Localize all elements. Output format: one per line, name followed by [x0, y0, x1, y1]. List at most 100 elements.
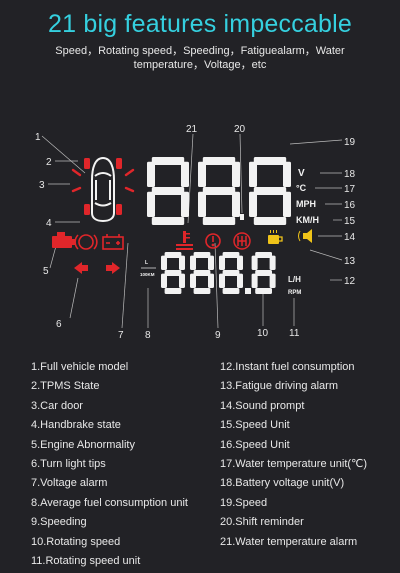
- legend-item: 6.Turn light tips: [31, 457, 106, 470]
- callout-8: 8: [145, 330, 151, 341]
- right-arrow-icon: [106, 262, 120, 274]
- hud-diagram: 1 2 3 4 5 6 7 8 9 10 11 12 13 14 15 16 1…: [35, 124, 356, 341]
- callout-4: 4: [46, 218, 52, 229]
- digit-segment: [181, 191, 189, 217]
- callout-20: 20: [234, 124, 246, 135]
- digit-segment: [253, 217, 287, 225]
- car-door-icon: [71, 168, 135, 193]
- digit-segment: [255, 252, 272, 258]
- unit-mph: MPH: [296, 199, 316, 209]
- callout-5: 5: [43, 266, 49, 277]
- digit-segment: [255, 270, 272, 276]
- digit-segment: [253, 187, 287, 195]
- digit-segment: [283, 161, 291, 187]
- legend-item: 2.TPMS State: [31, 380, 100, 393]
- legend-left: 1.Full vehicle model 2.TPMS State 3.Car …: [31, 360, 188, 573]
- handbrake-icon: [74, 234, 98, 250]
- callout-3: 3: [39, 180, 45, 191]
- legend-item: 11.Rotating speed unit: [31, 554, 141, 567]
- callouts: 1 2 3 4 5 6 7 8 9 10 11 12 13 14 15 16 1…: [35, 124, 356, 341]
- fuel-unit-100km: 100KM: [140, 272, 155, 277]
- callout-13: 13: [344, 256, 356, 267]
- legend-right: 12.Instant fuel consumption 13.Fatigue d…: [220, 360, 367, 554]
- digit-segment: [190, 255, 196, 270]
- legend-item: 4.Handbrake state: [31, 419, 121, 432]
- digit-segment: [179, 255, 185, 270]
- legend-item: 8.Average fuel consumption unit: [31, 496, 188, 509]
- digit-segment: [208, 255, 214, 270]
- coffee-cup-icon: [268, 230, 283, 244]
- callout-2: 2: [46, 157, 52, 168]
- speed-display: [147, 157, 291, 225]
- engine-icon: [52, 232, 75, 248]
- legend-item: 5.Engine Abnormality: [31, 438, 135, 451]
- digit-segment: [219, 273, 225, 288]
- callout-15: 15: [344, 216, 356, 227]
- callout-14: 14: [344, 232, 356, 243]
- callout-19: 19: [344, 137, 356, 148]
- legend-item: 9.Speeding: [31, 516, 87, 529]
- digit-segment: [190, 273, 196, 288]
- legend-item: 12.Instant fuel consumption: [220, 361, 355, 373]
- digit-segment: [151, 187, 185, 195]
- digit-segment: [219, 255, 225, 270]
- digit-segment: [164, 288, 182, 294]
- callout-9: 9: [215, 330, 221, 341]
- digit-segment: [164, 252, 182, 258]
- digit-segment: [208, 273, 214, 288]
- unit-lh: L/H: [288, 275, 301, 284]
- water-temp-icon: [176, 231, 193, 250]
- digit-segment: [237, 255, 243, 270]
- page-subtitle: Speed，Rotating speed，Speeding，Fatigueala…: [55, 45, 345, 71]
- digit-segment: [202, 157, 236, 165]
- legend-item: 21.Water temperature alarm: [220, 535, 358, 548]
- callout-18: 18: [344, 169, 356, 180]
- digit-segment: [193, 252, 211, 258]
- legend-item: 3.Car door: [31, 399, 83, 412]
- digit-segment: [151, 217, 185, 225]
- digit-segment: [161, 255, 167, 270]
- page-title: 21 big features impeccable: [48, 10, 352, 38]
- speaker-icon: [298, 229, 312, 243]
- callout-7: 7: [118, 330, 124, 341]
- callout-16: 16: [344, 200, 356, 211]
- digit-segment: [249, 161, 257, 187]
- digit-segment: [251, 273, 258, 288]
- legend-item: 19.Speed: [220, 496, 268, 509]
- digit-segment: [232, 191, 240, 217]
- legend-item: 7.Voltage alarm: [31, 477, 108, 490]
- callout-10: 10: [257, 328, 269, 339]
- digit-segment: [237, 273, 243, 288]
- digit-segment: [249, 191, 257, 217]
- digit-segment: [222, 252, 240, 258]
- fuel-unit-l: L: [145, 260, 148, 266]
- digit-segment: [198, 161, 206, 187]
- unit-celsius: °C: [296, 183, 307, 193]
- digit-segment: [232, 161, 240, 187]
- digit-segment: [253, 157, 287, 165]
- digit-segment: [147, 161, 155, 187]
- callout-1: 1: [35, 132, 41, 143]
- callout-11: 11: [289, 328, 300, 339]
- left-arrow-icon: [74, 262, 88, 274]
- tire-icon: [84, 158, 122, 215]
- callout-17: 17: [344, 184, 356, 195]
- rpm-display: [161, 252, 276, 294]
- digit-segment: [161, 273, 167, 288]
- legend-item: 15.Speed Unit: [220, 419, 290, 432]
- digit-segment: [269, 255, 276, 270]
- digit-segment: [222, 270, 240, 276]
- gear-shift-icon: [233, 232, 251, 250]
- digit-segment: [283, 191, 291, 217]
- warning-icon: [205, 233, 221, 249]
- digit-segment: [147, 191, 155, 217]
- digit-segment: [269, 273, 276, 288]
- digit-segment: [251, 255, 258, 270]
- leader-lines: [41, 133, 343, 329]
- digit-segment: [179, 273, 185, 288]
- digit-segment: [164, 270, 182, 276]
- legend-item: 14.Sound prompt: [220, 399, 305, 412]
- digit-segment: [193, 288, 211, 294]
- legend-item: 1.Full vehicle model: [31, 361, 129, 373]
- legend-item: 17.Water temperature unit(℃): [220, 457, 368, 470]
